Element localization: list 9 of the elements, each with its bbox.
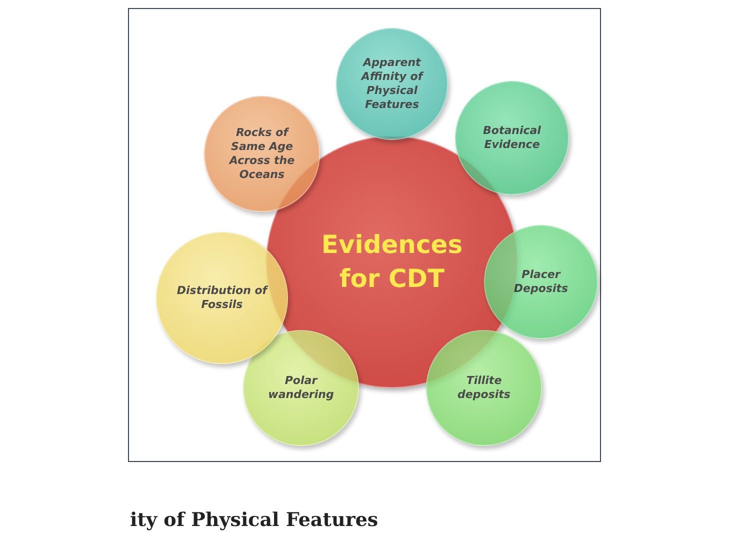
evidence-label: Distribution of Fossils (176, 284, 270, 312)
title-text: Evidences for CDT (320, 229, 464, 295)
evidence-label: Rocks of Same Age Across the Oceans (228, 126, 296, 182)
evidence-label: Botanical Evidence (482, 124, 542, 152)
evidence-label: Apparent Affinity of Physical Features (360, 56, 425, 112)
evidence-label: Polar wandering (267, 374, 335, 402)
evidence-label: Placer Deposits (512, 268, 570, 296)
section-heading: ity of Physical Features (130, 508, 378, 533)
evidence-label: Tillite deposits (456, 374, 512, 402)
